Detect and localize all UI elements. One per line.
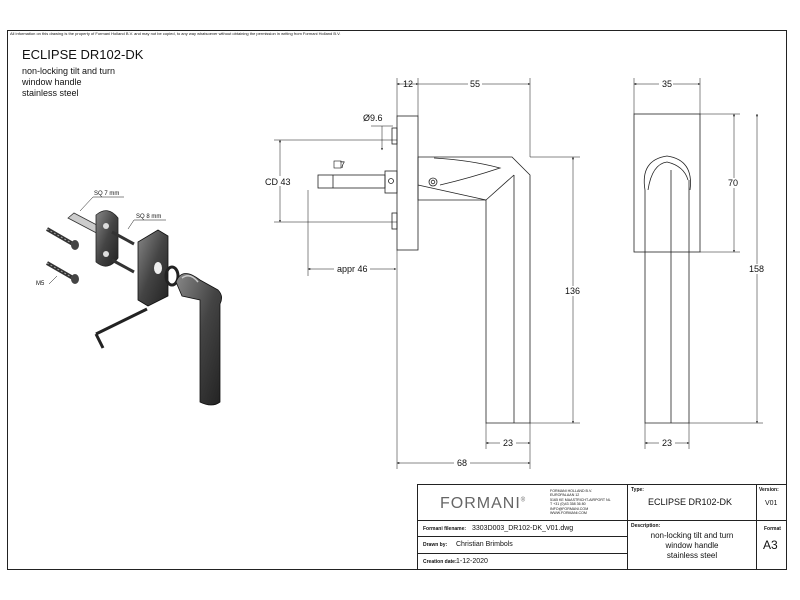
description-cell: Description: non-locking tilt and turn w…	[627, 520, 757, 570]
filename-label: Formani filename:	[423, 526, 467, 532]
dim-appr: appr 46	[337, 264, 368, 274]
allen-key	[94, 307, 148, 349]
description-label: Description:	[631, 523, 661, 529]
version-value: V01	[765, 500, 778, 507]
screw-lower	[46, 261, 79, 284]
formani-logo: FORMANI®	[440, 495, 527, 512]
dim-cd: CD 43	[265, 177, 291, 187]
creation-date-label: Creation date:	[423, 559, 457, 565]
ring	[164, 265, 180, 287]
title-block: FORMANI® FORMANI HOLLAND B.V. EUROPALAAN…	[417, 484, 787, 570]
handle-3d	[175, 273, 222, 406]
format-value: A3	[763, 538, 778, 552]
drawn-by-value: Christian Brimbols	[456, 541, 513, 548]
label-m5: M5	[36, 281, 45, 287]
disclaimer-text: All information on this drawing is the p…	[10, 31, 341, 36]
dim-23-side: 23	[503, 438, 513, 448]
format-label: Format	[764, 526, 781, 532]
dim-136: 136	[565, 286, 580, 296]
dim-23-front: 23	[662, 438, 672, 448]
front-view	[633, 113, 701, 424]
drawn-by-cell: Drawn by: Christian Brimbols	[417, 536, 628, 554]
drawn-by-label: Drawn by:	[423, 542, 448, 548]
date-cell: Creation date: 1-12-2020	[417, 553, 628, 570]
drawing-frame	[7, 30, 787, 570]
dim-diameter: Ø9.6	[363, 113, 383, 123]
dim-70: 70	[728, 178, 738, 188]
type-label: Type:	[631, 487, 644, 493]
backplate	[95, 210, 119, 267]
version-cell: Version: V01	[756, 484, 787, 521]
exploded-view: SQ 7 mm SQ 8 mm M5	[36, 191, 222, 406]
filename-cell: Formani filename: 3303D003_DR102-DK_V01.…	[417, 520, 628, 537]
company-address: FORMANI HOLLAND B.V. EUROPALAAN 12 5165 …	[550, 489, 611, 516]
dim-68: 68	[457, 458, 467, 468]
dim-12: 12	[403, 79, 413, 89]
dim-55: 55	[470, 79, 480, 89]
drawing-subtitle: non-locking tilt and turn window handle …	[22, 66, 116, 98]
logo-cell: FORMANI® FORMANI HOLLAND B.V. EUROPALAAN…	[417, 484, 628, 521]
drawing-title: ECLIPSE DR102-DK	[22, 47, 144, 62]
rose-plate	[137, 229, 169, 307]
version-label: Version:	[759, 487, 779, 493]
screw-upper	[46, 227, 79, 250]
square-symbol	[333, 160, 342, 169]
type-value: ECLIPSE DR102-DK	[648, 497, 733, 507]
dimension-labels: 12 55 35 Ø9.6 7 CD 43 appr 46 70 136 158…	[262, 79, 767, 468]
creation-date-value: 1-12-2020	[456, 558, 488, 565]
dim-35: 35	[662, 79, 672, 89]
dim-158: 158	[749, 264, 764, 274]
filename-value: 3303D003_DR102-DK_V01.dwg	[472, 525, 574, 532]
label-sq7: SQ 7 mm	[94, 191, 119, 197]
format-cell: Format A3	[756, 520, 787, 570]
label-sq8: SQ 8 mm	[136, 214, 161, 220]
dim-square: 7	[340, 160, 345, 170]
type-cell: Type: ECLIPSE DR102-DK	[627, 484, 757, 521]
side-view	[317, 115, 531, 424]
description-value: non-locking tilt and turn window handle …	[650, 531, 734, 560]
